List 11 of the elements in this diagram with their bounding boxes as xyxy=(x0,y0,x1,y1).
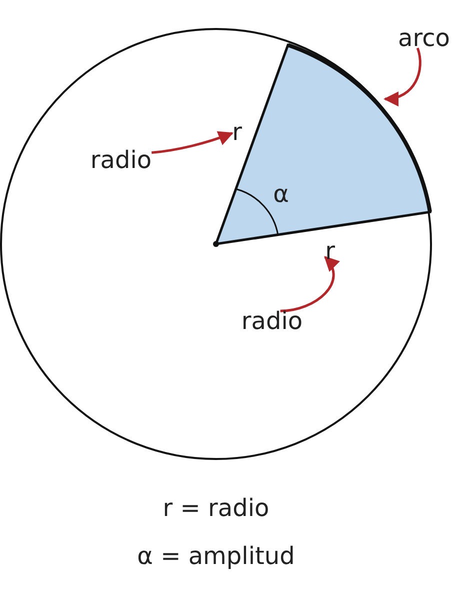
formula-line: α = amplitud xyxy=(137,542,295,570)
part-label: r xyxy=(232,118,242,146)
leader-line xyxy=(384,48,422,106)
leader-line xyxy=(151,131,234,154)
part-label: r xyxy=(325,237,335,265)
part-label: radio xyxy=(90,146,152,174)
leader-line xyxy=(280,256,340,312)
part-label: radio xyxy=(241,307,303,335)
part-label: arco xyxy=(398,24,450,52)
formula-line: r = radio xyxy=(162,494,270,522)
angle-symbol: α xyxy=(273,180,289,208)
